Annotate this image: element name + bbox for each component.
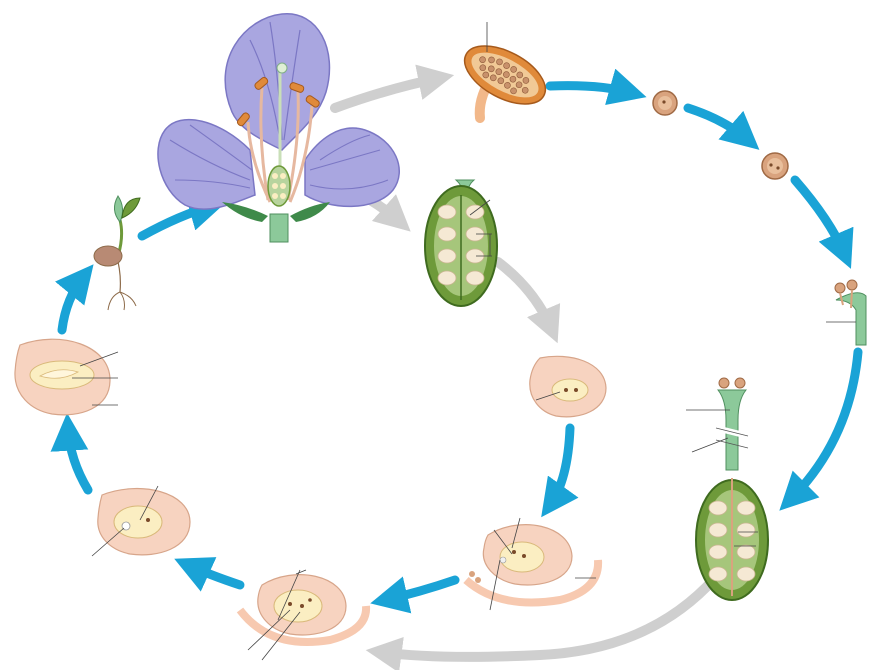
fertilization-icon [240,570,366,660]
arrow-ovule-to-sac [550,428,570,505]
germinating-pollen-icon [826,280,866,345]
flower-icon [158,14,399,242]
arrow-germination-to-tube [790,352,858,500]
arrow-zygote-to-seed [68,428,88,490]
zygote-ovule-icon [92,486,190,556]
arrow-seed-to-seedling [62,276,84,330]
arrow-fertilization-to-zygote [188,565,240,585]
ovule-icon [530,356,606,417]
pollen-grain-binucleate-icon [762,153,788,179]
ovary-icon [425,180,497,306]
pollinated-ovary-icon [696,478,768,600]
arrow-anther-to-pollen [550,86,632,93]
arrow-seedling-to-flower [142,206,212,236]
arrow-ovary-to-ovule [498,262,552,330]
pollen-grain-icon [653,91,677,115]
seedling-icon [94,196,140,310]
arrow-pollen-to-pollen-2 [688,108,748,140]
anther-icon [455,22,554,118]
arrow-pollen-to-germination [795,180,845,255]
seed-icon [15,339,118,415]
embryo-sac-icon [466,518,598,610]
pollen-tube-icon [686,378,748,470]
arrow-flower-to-anther [335,78,440,108]
arrow-sac-to-fertilization [385,580,455,600]
